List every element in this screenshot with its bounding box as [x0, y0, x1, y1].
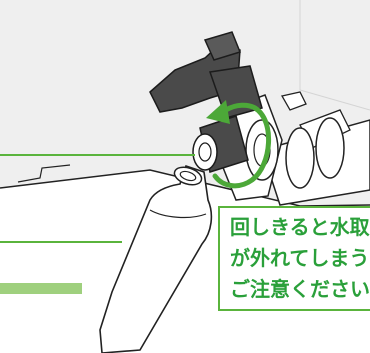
green-label-bar	[0, 283, 82, 294]
pipe	[261, 91, 370, 206]
callout-line-3: ご注意ください	[230, 277, 370, 301]
water-bottle	[99, 164, 213, 353]
counterclockwise-rotate-icon	[206, 100, 271, 189]
wall-edge	[0, 169, 370, 207]
wall-notch	[17, 164, 71, 183]
callout-line-1: 回しきると水取	[230, 215, 370, 239]
hose-connector	[192, 115, 249, 173]
callout-line-2: が外れてしまう	[230, 246, 370, 270]
wall-shadow-line	[299, 0, 370, 111]
warning-callout: 回しきると水取 が外れてしまう ご注意ください	[218, 206, 370, 311]
